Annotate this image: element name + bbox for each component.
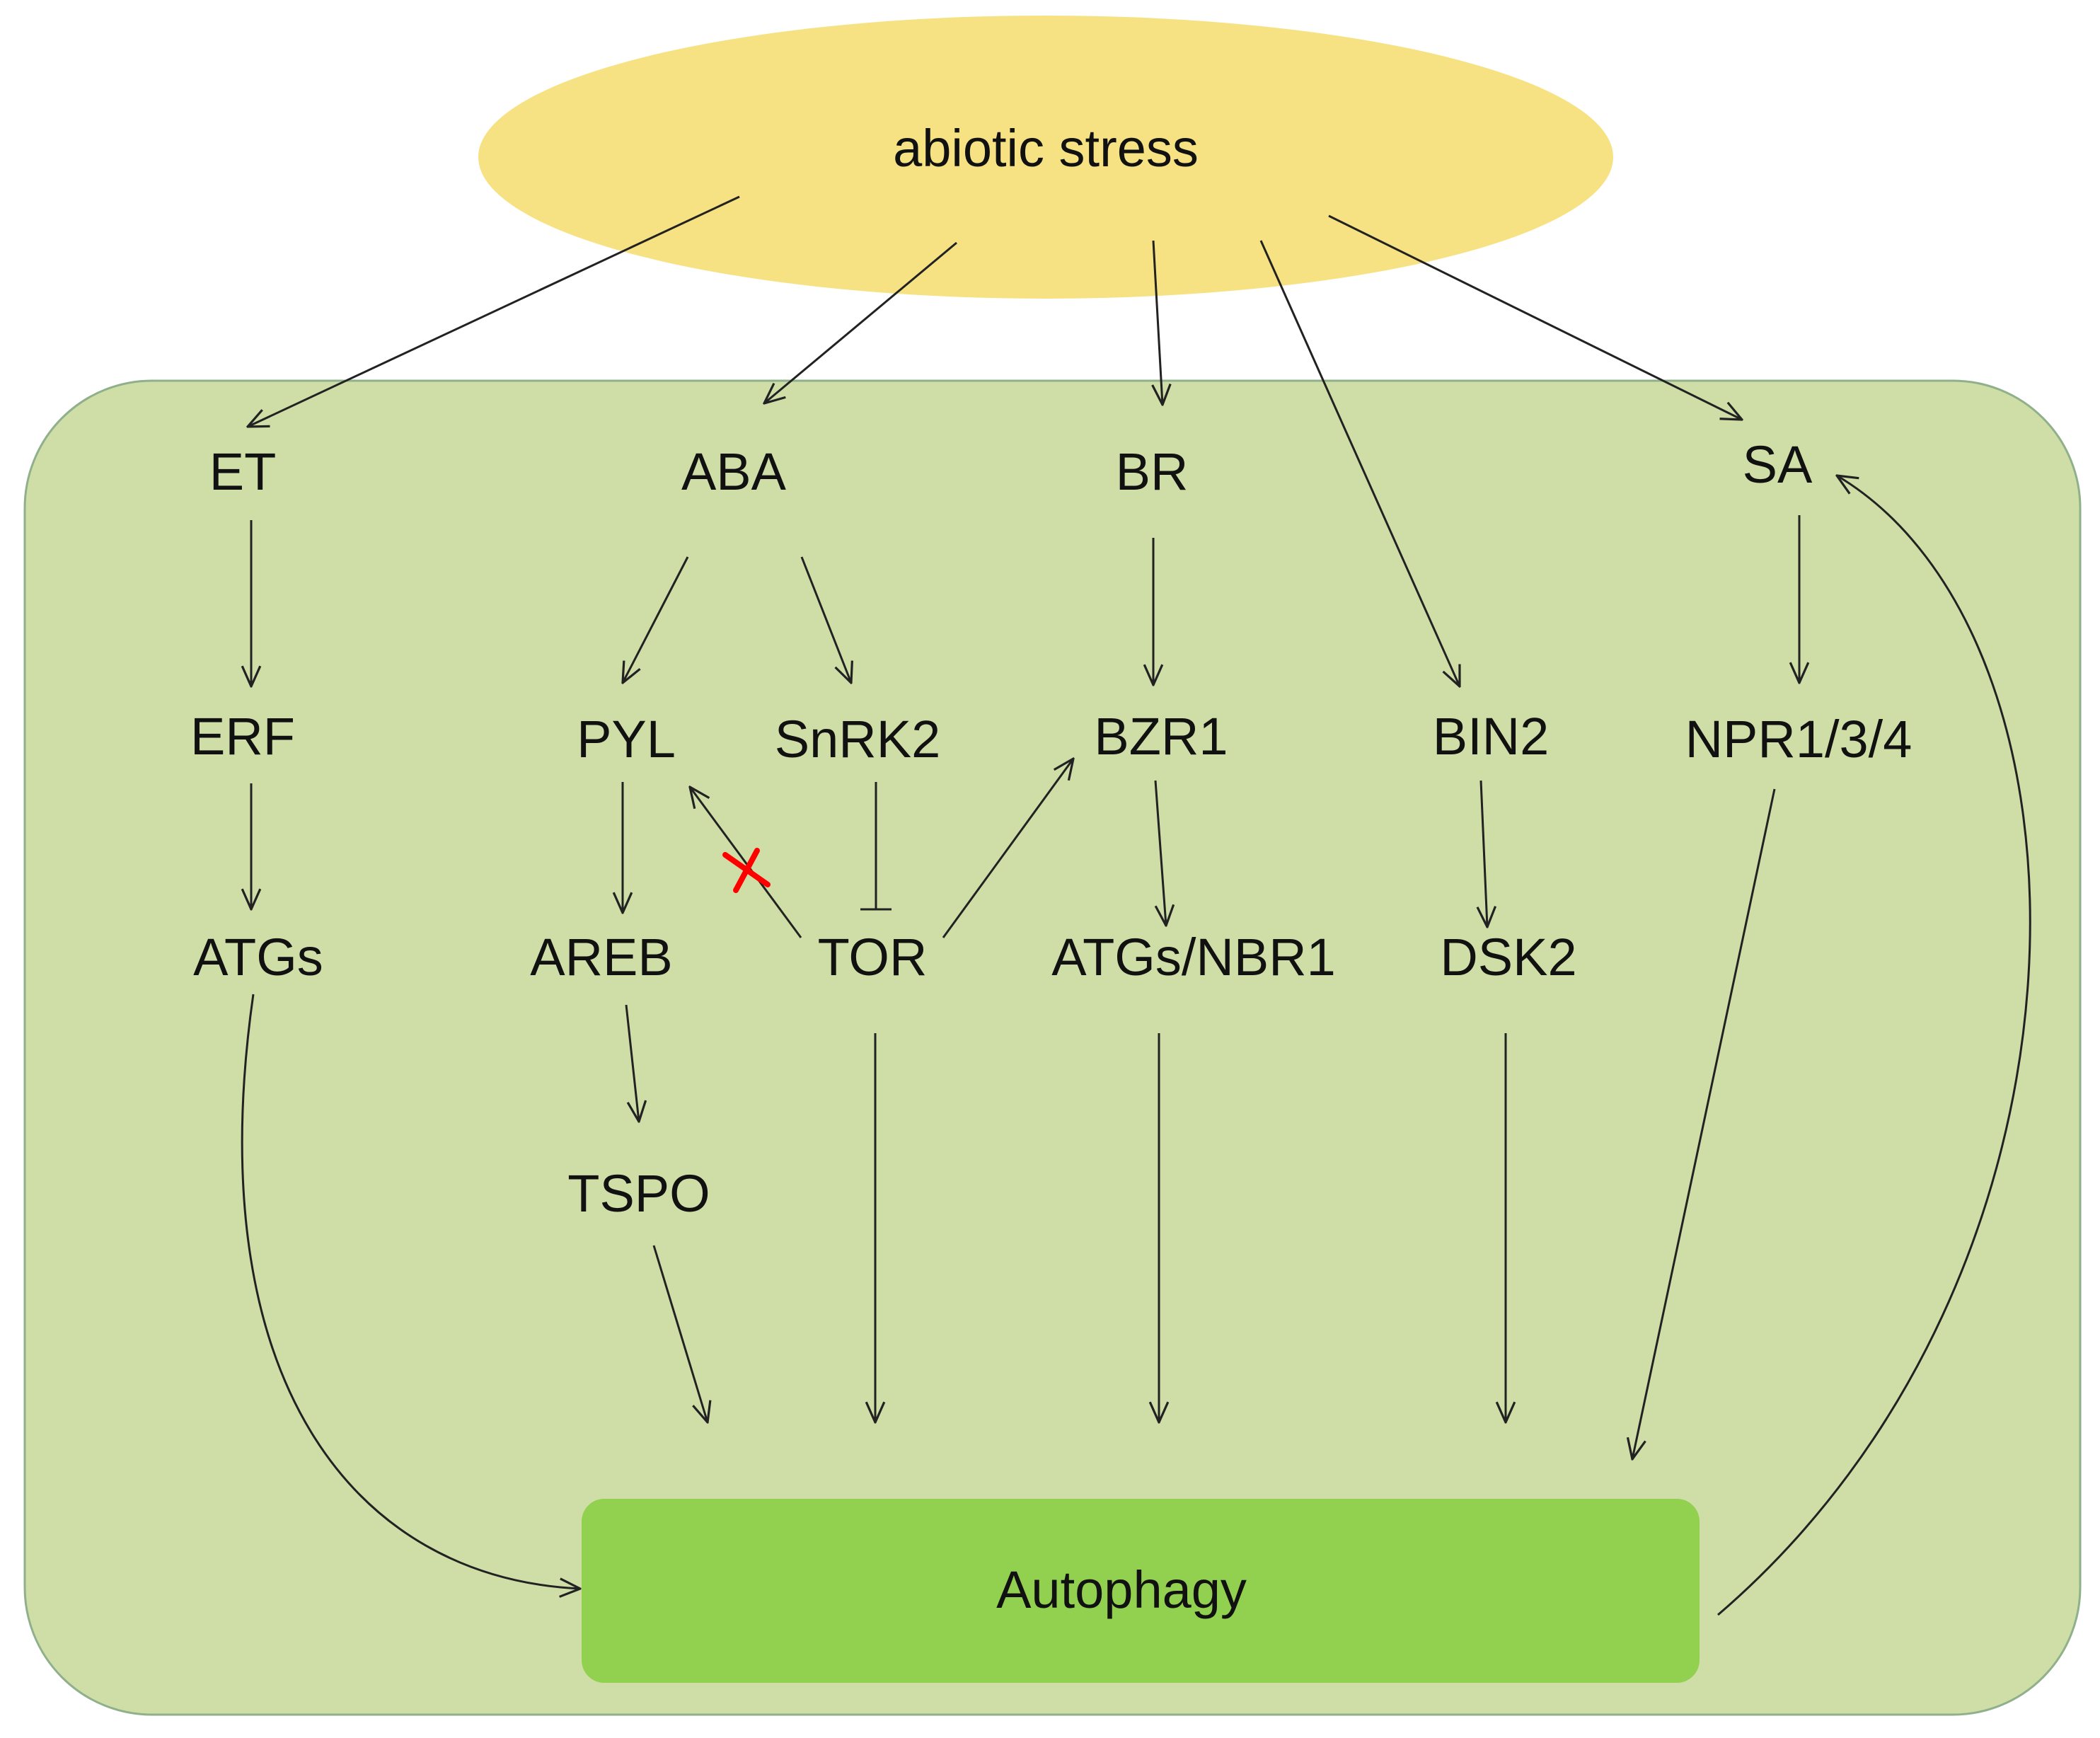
edge-stress-to-aba bbox=[764, 241, 957, 403]
edge-bin2-to-dsk2 bbox=[1481, 780, 1487, 927]
edge-stress-to-br bbox=[1153, 240, 1162, 405]
node-tor: TOR bbox=[818, 928, 928, 986]
autophagy-label: Autophagy bbox=[996, 1560, 1247, 1619]
node-et: ET bbox=[209, 442, 277, 501]
edge-aba-to-snrk2 bbox=[800, 556, 851, 683]
edge-autophagy-to-sa bbox=[1717, 476, 2031, 1616]
edge-npr-to-autophagy bbox=[1632, 788, 1776, 1459]
node-pyl: PYL bbox=[577, 710, 676, 769]
node-tspo: TSPO bbox=[567, 1164, 710, 1223]
edge-aba-to-pyl bbox=[623, 556, 689, 683]
node-bzr1: BZR1 bbox=[1094, 707, 1228, 766]
cell-background bbox=[23, 379, 2082, 1716]
node-bin2: BIN2 bbox=[1433, 707, 1550, 766]
abiotic-stress-ellipse bbox=[478, 16, 1613, 299]
edge-areb-to-tspo bbox=[625, 1004, 639, 1122]
edge-stress-to-bin2 bbox=[1259, 240, 1460, 686]
block-mark-icon bbox=[722, 848, 771, 893]
autophagy-box bbox=[582, 1499, 1700, 1683]
node-snrk2: SnRK2 bbox=[775, 710, 940, 769]
node-areb: AREB bbox=[530, 928, 673, 986]
node-br: BR bbox=[1116, 442, 1189, 501]
node-sa: SA bbox=[1743, 435, 1813, 494]
abiotic-stress-label: abiotic stress bbox=[893, 119, 1199, 178]
edge-stress-to-sa bbox=[1328, 214, 1742, 420]
node-aba: ABA bbox=[681, 442, 787, 501]
node-erf: ERF bbox=[190, 707, 295, 766]
node-atgs: ATGs bbox=[193, 928, 323, 986]
edge-stress-to-et bbox=[248, 195, 740, 427]
node-npr: NPR1/3/4 bbox=[1685, 710, 1912, 769]
edge-tor-to-pyl-blocked bbox=[690, 787, 802, 938]
edge-bzr1-to-atgs-nbr1 bbox=[1154, 780, 1166, 926]
edge-atgs-to-autophagy bbox=[241, 994, 580, 1589]
edge-tspo-to-autophagy bbox=[652, 1245, 708, 1422]
node-dsk2: DSK2 bbox=[1440, 928, 1576, 986]
edge-tor-to-bzr1 bbox=[942, 759, 1073, 938]
node-atgs-nbr1: ATGs/NBR1 bbox=[1051, 928, 1336, 986]
